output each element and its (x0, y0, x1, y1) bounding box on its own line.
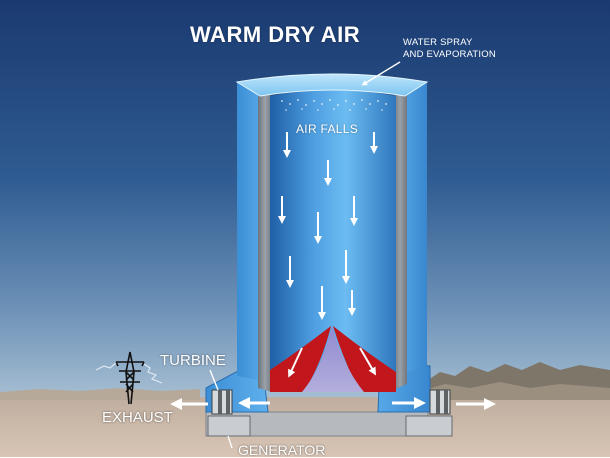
label-turbine: TURBINE (160, 352, 226, 369)
turbine-right (429, 389, 451, 415)
red-duct-left (270, 326, 331, 392)
tower-inner-wall-right (393, 92, 407, 390)
power-line-icon (95, 362, 163, 384)
label-generator: GENERATOR (238, 442, 326, 458)
tower-shaft (270, 90, 396, 392)
exhaust-arrows (170, 397, 496, 410)
mountains (0, 362, 610, 400)
red-duct-right (333, 326, 396, 392)
water-spray-dots (281, 99, 387, 111)
generator-pointer (227, 435, 233, 449)
turbine-left (211, 389, 233, 415)
spray-pointer (361, 61, 401, 86)
turbine-pointer (209, 369, 219, 391)
label-water-spray-line1: WATER SPRAY (403, 37, 473, 48)
label-air-falls: AIR FALLS (296, 122, 359, 136)
generator-box-right (405, 415, 453, 437)
falling-air-arrows (278, 132, 378, 378)
title-warm-dry-air: WARM DRY AIR (190, 22, 361, 47)
label-water-spray-line2: AND EVAPORATION (403, 49, 496, 60)
flow-diverter-cone (302, 326, 364, 392)
tower-top-rim (235, 73, 429, 97)
label-water-spray: WATER SPRAY AND EVAPORATION (403, 37, 496, 61)
pylon-icon (115, 351, 145, 405)
generator-box-left (207, 415, 251, 437)
label-exhaust: EXHAUST (102, 409, 173, 426)
tower-inner-wall-left (258, 92, 272, 392)
